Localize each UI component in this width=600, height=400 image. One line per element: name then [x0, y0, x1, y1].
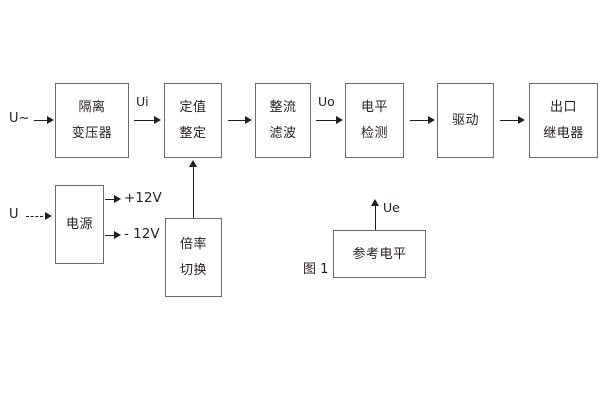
block-setting-value: 定值 整定 — [164, 83, 222, 158]
block-level-detection-line1: 电平 — [360, 100, 388, 115]
block-rectify-filter: 整流 滤波 — [255, 83, 311, 158]
connector-setting-to-rectify-line — [228, 120, 246, 121]
block-rectify-filter-line1: 整流 — [269, 100, 297, 115]
block-output-relay: 出口 继电器 — [529, 83, 598, 158]
block-output-relay-line1: 出口 — [549, 100, 577, 115]
block-multiplier-switch-line2: 切换 — [179, 263, 207, 278]
block-rectify-filter-line2: 滤波 — [269, 126, 297, 141]
block-multiplier-switch-line1: 倍率 — [179, 237, 207, 252]
connector-input-dc-arrowhead — [45, 212, 52, 220]
signal-ue-label: Ue — [383, 200, 400, 215]
block-drive: 驱动 — [437, 83, 494, 158]
rail-positive-label: +12V — [124, 190, 162, 206]
connector-rail-negative-line — [105, 235, 117, 236]
connector-rail-negative-arrowhead — [114, 231, 121, 239]
connector-drive-to-relay-arrowhead — [518, 116, 525, 124]
block-level-detection: 电平 检测 — [345, 83, 404, 158]
connector-input-ac-arrowhead — [47, 116, 54, 124]
connector-rail-positive-line — [105, 199, 117, 200]
connector-input-ac-line — [34, 120, 48, 121]
connector-setting-to-rectify-arrowhead — [245, 116, 252, 124]
block-isolation-transformer: 隔离 变压器 — [55, 83, 129, 158]
input-dc-label: U — [9, 207, 19, 222]
signal-uo-label: Uo — [318, 94, 335, 109]
input-ac-label: U~ — [9, 111, 30, 126]
connector-input-dc-line — [26, 216, 43, 217]
connector-ui-line — [134, 120, 155, 121]
connector-drive-to-relay-line — [500, 120, 519, 121]
block-drive-line1: 驱动 — [451, 113, 479, 128]
block-output-relay-line2: 继电器 — [543, 126, 584, 141]
connector-uo-arrowhead — [336, 116, 343, 124]
block-isolation-transformer-line1: 隔离 — [78, 100, 106, 115]
connector-ui-arrowhead — [154, 116, 161, 124]
connector-reference-to-level-line — [375, 205, 376, 230]
block-isolation-transformer-line2: 变压器 — [71, 126, 113, 141]
connector-multiplier-to-setting-arrowhead — [189, 160, 197, 167]
connector-multiplier-to-setting-line — [193, 166, 194, 218]
block-multiplier-switch: 倍率 切换 — [165, 218, 222, 297]
block-power-supply-line1: 电源 — [65, 217, 93, 232]
block-power-supply: 电源 — [55, 185, 104, 264]
rail-negative-label: - 12V — [124, 226, 160, 242]
block-setting-value-line2: 整定 — [179, 126, 207, 141]
connector-reference-to-level-arrowhead — [371, 199, 379, 206]
connector-level-to-drive-line — [410, 120, 429, 121]
figure-caption: 图 1 — [303, 262, 329, 277]
block-reference-level-line1: 参考电平 — [352, 246, 407, 262]
block-setting-value-line1: 定值 — [179, 100, 207, 115]
signal-ui-label: Ui — [136, 94, 149, 109]
connector-uo-line — [316, 120, 337, 121]
connector-rail-positive-arrowhead — [114, 195, 121, 203]
connector-level-to-drive-arrowhead — [428, 116, 435, 124]
block-level-detection-line2: 检测 — [360, 126, 388, 141]
block-reference-level: 参考电平 — [333, 230, 426, 278]
